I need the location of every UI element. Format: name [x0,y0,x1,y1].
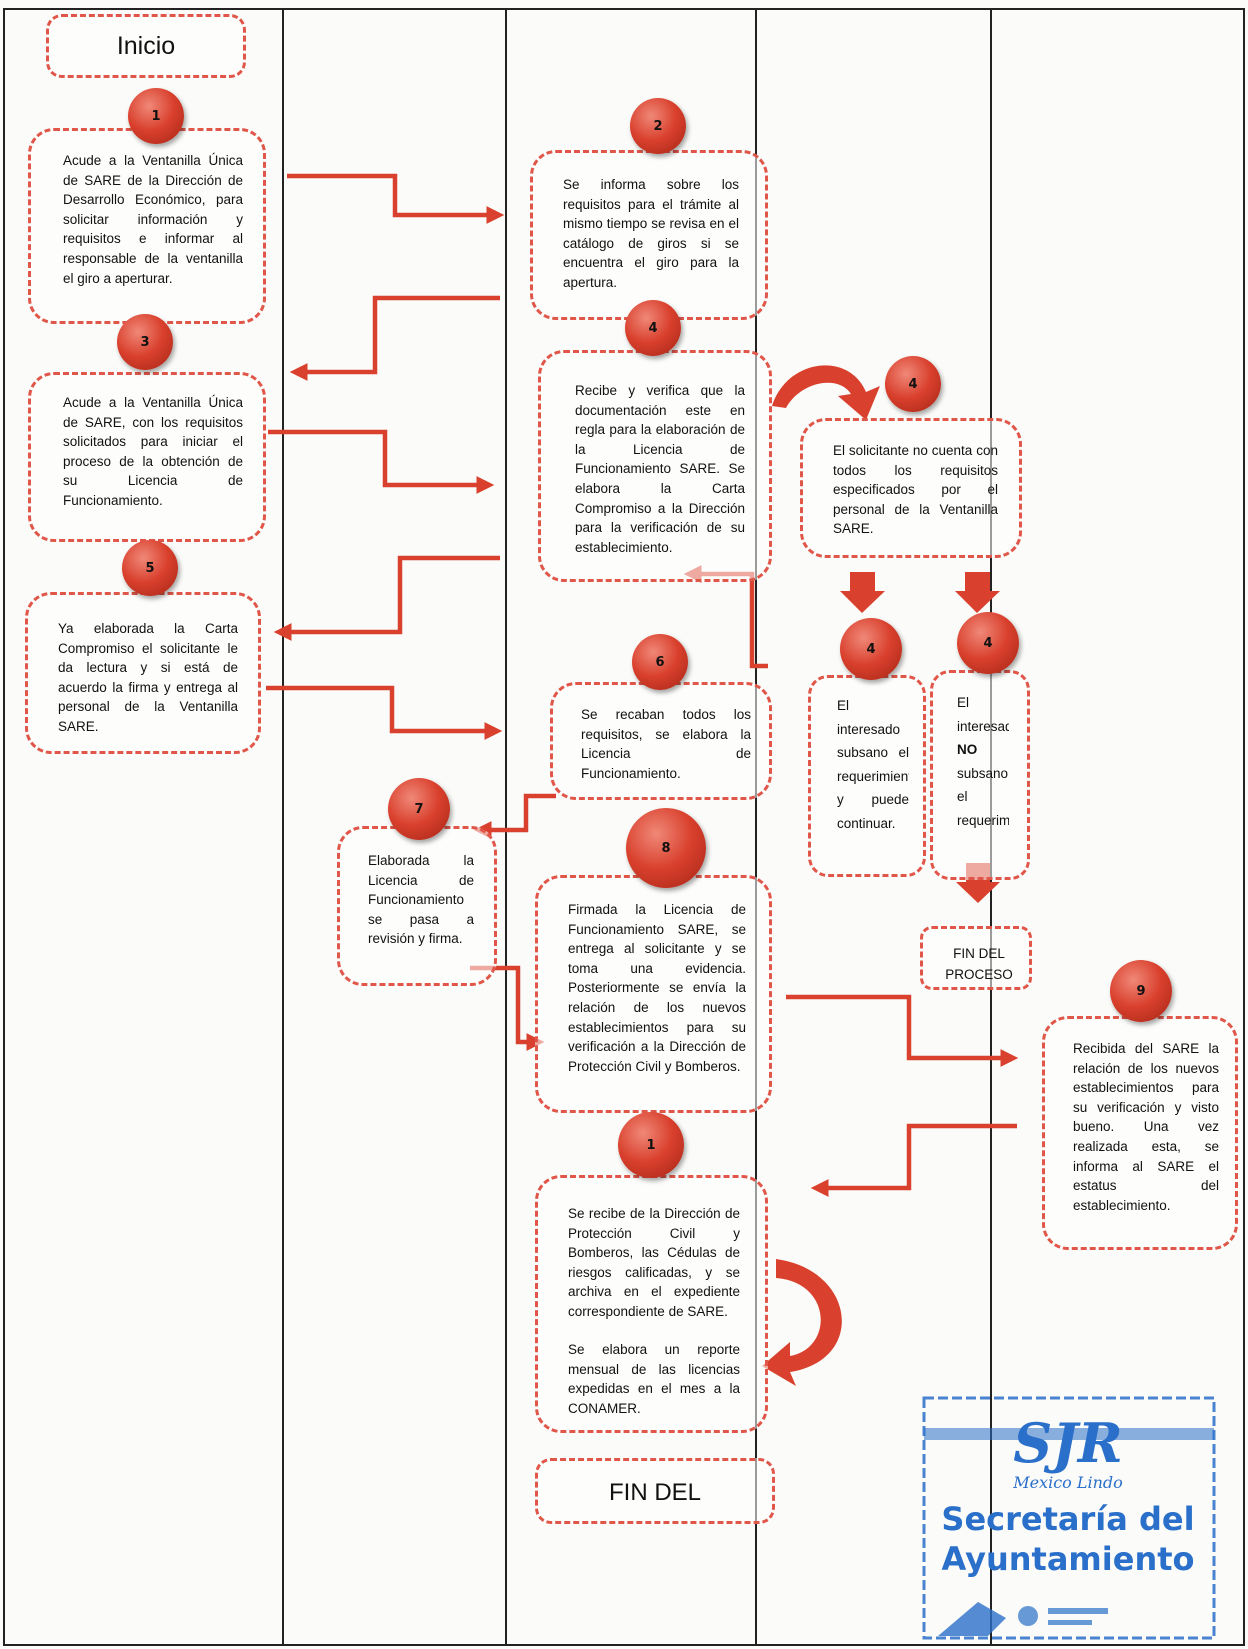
end-terminal: FIN DEL [535,1458,775,1524]
stamp-logo: SJR [1013,1411,1122,1475]
step-6-text: Se recaban todos los requisitos, se elab… [581,707,751,781]
branch-end-label: FIN DEL PROCESO [945,946,1013,982]
step-4b-box: El solicitante no cuenta con todos los r… [800,418,1022,558]
stamp-graphic: SJR Mexico Lindo Secretaría del Ayuntami… [922,1396,1216,1640]
step-4c-box: El interesado subsano el requerimiento y… [808,675,926,877]
step-7-box: Elaborada la Licencia de Funcionamiento … [337,826,497,986]
step-8-badge: 8 [626,808,706,888]
step-5-badge: 5 [122,540,178,596]
branch-end-terminal: FIN DEL PROCESO [920,926,1032,990]
step-4d-text: El interesado NO subsano el requerimient… [957,691,1009,867]
end-label: FIN DEL [608,1479,701,1506]
step-1-text: Acude a la Ventanilla Única de SARE de l… [63,153,243,286]
lane-divider [282,8,284,1646]
step-9-badge: 9 [1110,960,1172,1022]
step-3-badge: 3 [117,314,173,370]
step-4d-text-before: El interesado [957,695,1009,734]
step-2-text: Se informa sobre los requisitos para el … [563,177,739,290]
step-10-text-2: Se elabora un reporte mensual de las lic… [568,1342,740,1416]
official-stamp: SJR Mexico Lindo Secretaría del Ayuntami… [918,1390,1218,1640]
step-4a-box: Recibe y verifica que la documentación e… [538,350,772,582]
step-4c-badge: 4 [840,618,902,680]
lane-divider [755,8,757,1646]
step-6-box: Se recaban todos los requisitos, se elab… [550,682,772,800]
step-4a-badge: 4 [625,300,681,356]
step-5-text: Ya elaborada la Carta Compromiso el soli… [58,621,238,734]
step-1-badge: 1 [128,88,184,144]
step-10-box: Se recibe de la Dirección de Protección … [535,1175,768,1433]
step-4b-text: El solicitante no cuenta con todos los r… [833,443,998,537]
step-4d-badge: 4 [957,612,1019,674]
stamp-script: Mexico Lindo [1012,1473,1123,1492]
stamp-line-1: Secretaría del [941,1500,1194,1538]
step-3-text: Acude a la Ventanilla Única de SARE, con… [63,395,243,508]
step-2-badge: 2 [630,98,686,154]
step-4d-box: El interesado NO subsano el requerimient… [930,670,1030,880]
step-9-box: Recibida del SARE la relación de los nue… [1042,1016,1238,1250]
step-5-box: Ya elaborada la Carta Compromiso el soli… [25,592,261,754]
step-4d-text-bold: NO [957,742,978,757]
step-10-badge: 1 [618,1112,684,1178]
step-7-badge: 7 [388,778,450,840]
step-4c-text: El interesado subsano el requerimiento y… [837,698,909,831]
stamp-line-2: Ayuntamiento [941,1540,1194,1578]
step-9-text: Recibida del SARE la relación de los nue… [1073,1041,1219,1213]
step-4d-text-after: subsano el requerimiento. [957,765,1009,828]
lane-divider [505,8,507,1646]
step-1-box: Acude a la Ventanilla Única de SARE de l… [28,128,266,324]
step-2-box: Se informa sobre los requisitos para el … [530,150,768,320]
start-terminal: Inicio [46,14,246,78]
step-8-text: Firmada la Licencia de Funcionamiento SA… [568,902,746,1074]
step-8-box: Firmada la Licencia de Funcionamiento SA… [535,875,772,1113]
step-3-box: Acude a la Ventanilla Única de SARE, con… [28,372,266,542]
step-4b-badge: 4 [885,356,941,412]
step-10-text: Se recibe de la Dirección de Protección … [568,1206,740,1319]
step-7-text: Elaborada la Licencia de Funcionamiento … [368,853,474,947]
page-frame [3,8,1245,1646]
step-4a-text: Recibe y verifica que la documentación e… [575,383,745,555]
step-6-badge: 6 [632,634,688,690]
start-label: Inicio [116,32,176,60]
